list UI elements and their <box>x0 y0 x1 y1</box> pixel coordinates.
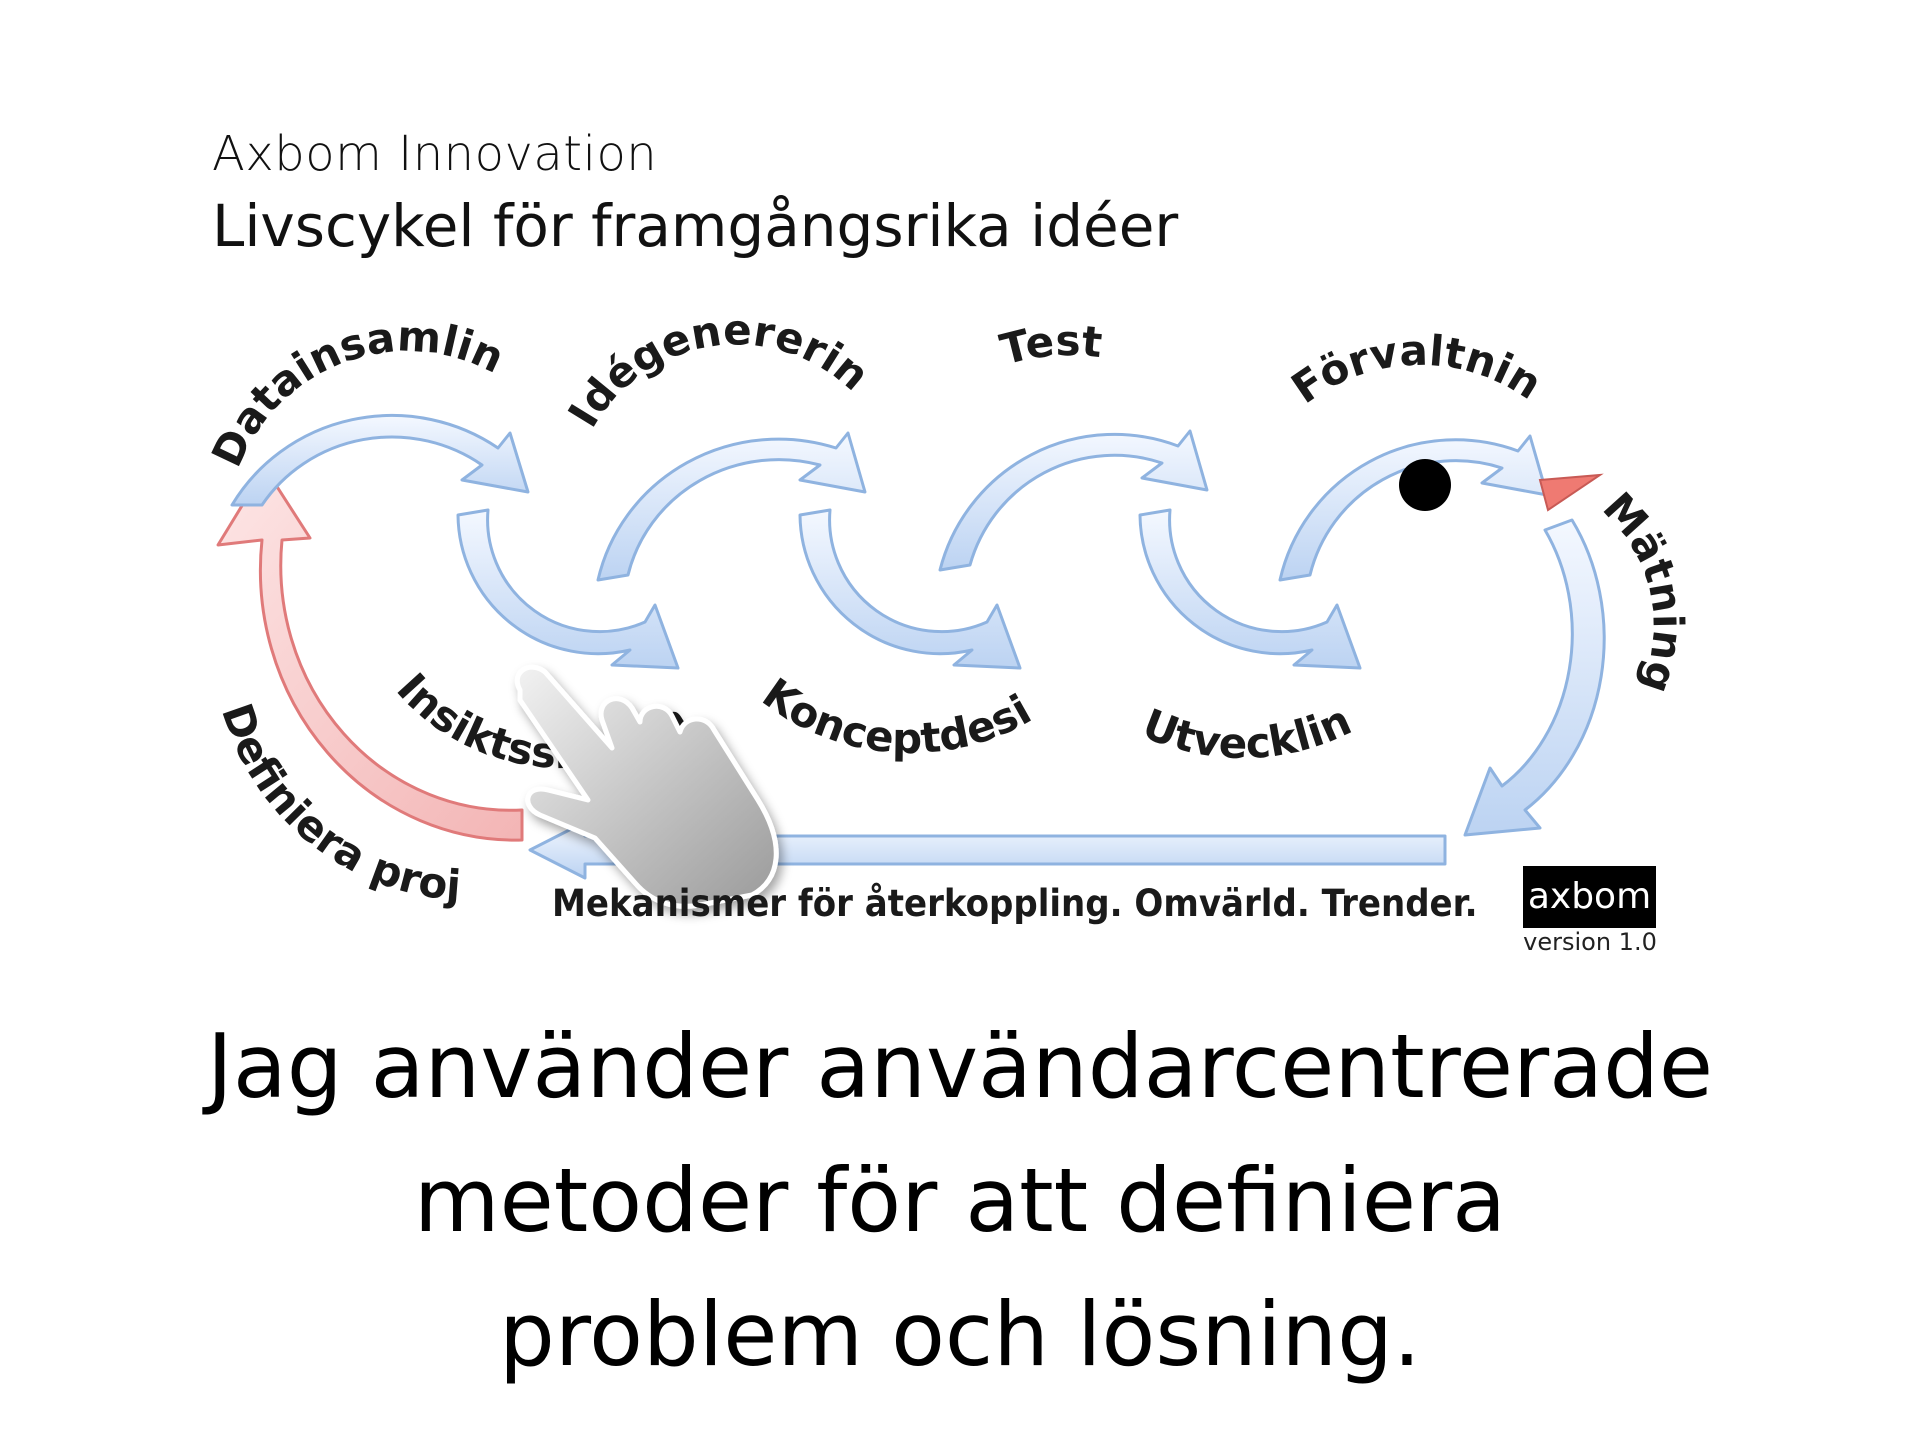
test-arrow <box>938 429 1209 572</box>
phase-label-utveckling: Utveckling <box>0 0 1358 768</box>
pointing-hand-icon <box>515 664 779 909</box>
bird-eye-icon <box>1399 459 1451 511</box>
feedback-label: Mekanismer för återkoppling. Omvärld. Tr… <box>552 882 1478 925</box>
phase-label-konceptdesign: Konceptdesign <box>0 0 1039 763</box>
insiktsskapande-arrow <box>456 508 680 670</box>
matning-arrow <box>1463 518 1606 837</box>
version-label: version 1.0 <box>1523 928 1657 956</box>
lifecycle-diagram: Datainsamling Idégenerering Test Förvalt… <box>0 0 1693 910</box>
phase-label-matning: Mätning <box>1594 483 1693 700</box>
organization-name: Axbom Innovation <box>212 126 658 182</box>
utveckling-arrow <box>1138 508 1362 670</box>
diagram-title: Livscykel för framgångsrika idéer <box>212 192 1179 260</box>
axbom-logo: axbom <box>1523 866 1656 928</box>
konceptdesign-arrow <box>798 508 1022 670</box>
statement-line-1: Jag använder användarcentrerade <box>206 1015 1714 1118</box>
bird-beak-icon <box>1538 473 1604 512</box>
statement-line-2: metoder för att definiera <box>413 1149 1507 1252</box>
statement-line-3: problem och lösning. <box>498 1283 1422 1386</box>
datainsamling-arrow <box>230 414 530 507</box>
phase-label-test: Test <box>995 316 1104 374</box>
statement-text: Jag använder användarcentrerade metoder … <box>60 1000 1860 1402</box>
phase-label-datainsamling: Datainsamling <box>0 0 511 474</box>
phase-label-idegenerering: Idégenerering <box>0 0 879 435</box>
idegenerering-arrow <box>596 431 867 582</box>
